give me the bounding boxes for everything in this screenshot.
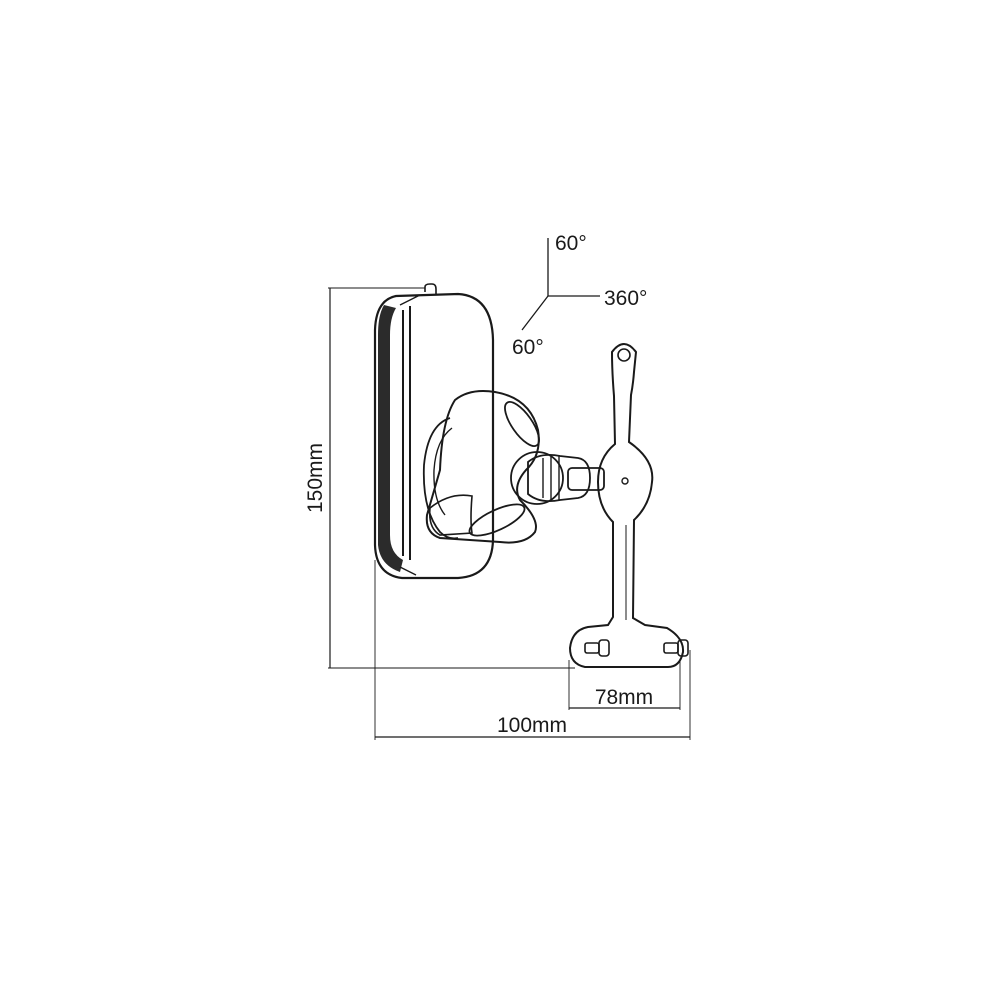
bracket-bottom-slant [399,566,417,576]
knob-lower-lobe [468,503,526,537]
right-bolt-icon [663,639,689,657]
ball-joint [510,451,605,505]
wall-plate [568,343,689,668]
tilt-up-angle-label: 60° [555,232,587,255]
bracket-mount-disk-inner [433,427,453,516]
swivel-angle-label: 360° [604,287,647,310]
height-dimension: 150mm [304,287,575,669]
tilt-down-angle-label: 60° [512,336,544,359]
clamp-knob [425,390,540,544]
bracket-outer-shell [373,292,495,580]
bracket-top-tab [424,283,437,294]
bracket-back-rim [378,305,403,572]
depth-dimension: 100mm [374,560,691,740]
tilt-down-axis-line [521,295,549,331]
wall-plate-top-hole [617,348,631,362]
joint-collar [527,453,591,503]
joint-rod [567,467,605,491]
plate-width-dimension: 78mm [568,660,681,710]
wall-plate-center-hole [621,477,629,485]
left-bolt-icon [584,639,610,657]
clamp-knob-body [425,390,540,544]
speaker-bracket [373,283,495,580]
plate-width-dimension-label: 78mm [595,686,653,709]
knob-upper-lobe [504,401,540,447]
knob-center-facet [428,494,473,536]
depth-dimension-label: 100mm [497,714,567,737]
rotation-indicator: 60° 360° 60° [512,232,647,359]
wall-plate-body [568,343,685,668]
height-dimension-label: 150mm [304,443,327,513]
bracket-top-slant [399,294,421,306]
bracket-front-rim [402,306,411,560]
bracket-mount-disk [422,417,459,540]
